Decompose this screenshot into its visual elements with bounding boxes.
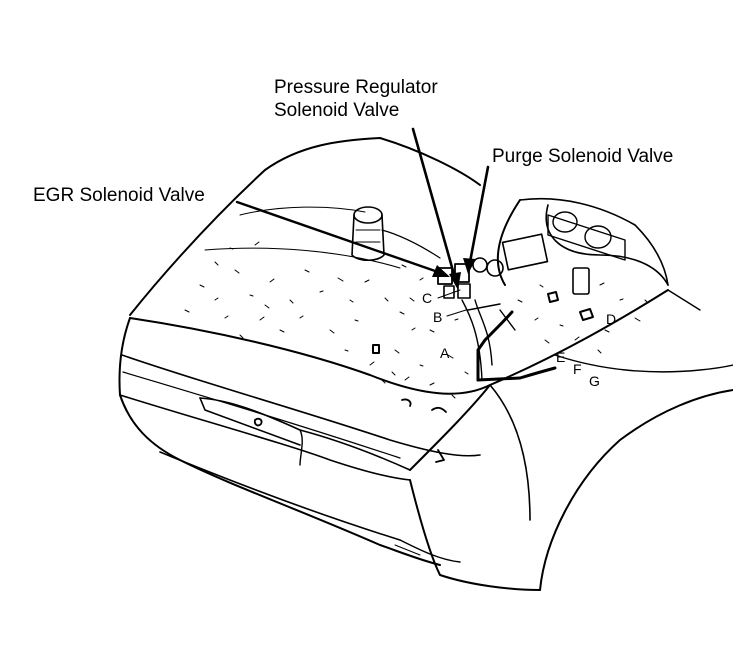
car-body	[118, 137, 733, 591]
letter-markers: C B A D E F G	[422, 290, 616, 389]
pressure-regulator-label-line1: Pressure Regulator	[274, 77, 438, 98]
marker-a: A	[440, 345, 450, 361]
marker-d: D	[606, 311, 616, 327]
marker-f: F	[573, 361, 582, 377]
callout-labels: Pressure Regulator Solenoid Valve Purge …	[33, 77, 673, 206]
marker-g: G	[589, 373, 600, 389]
egr-solenoid-label: EGR Solenoid Valve	[33, 185, 205, 206]
pressure-regulator-arrowhead	[449, 272, 461, 290]
leader-lines	[235, 127, 490, 317]
marker-b: B	[433, 309, 442, 325]
marker-c: C	[422, 290, 432, 306]
purge-solenoid-label: Purge Solenoid Valve	[492, 146, 673, 167]
purge-arrowhead	[463, 258, 476, 274]
marker-e: E	[556, 349, 565, 365]
pressure-regulator-label-line2: Solenoid Valve	[274, 100, 399, 121]
engine-components	[184, 206, 649, 463]
egr-arrowhead	[432, 265, 450, 277]
